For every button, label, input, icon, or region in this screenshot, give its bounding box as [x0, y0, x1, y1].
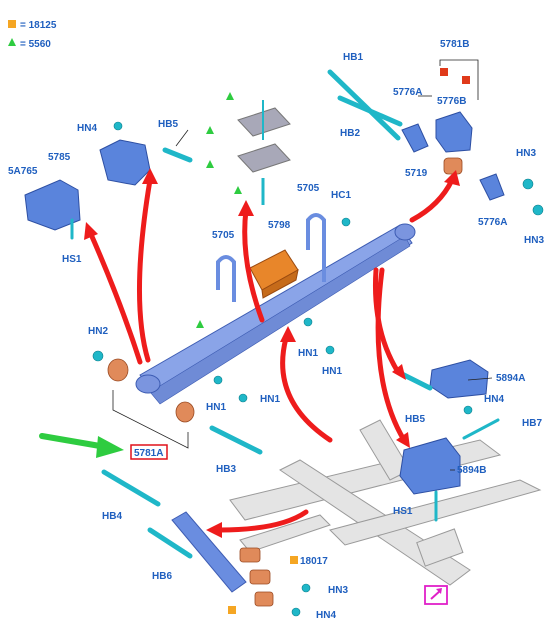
label-5705-b[interactable]: 5705 — [297, 183, 320, 194]
label-5894b[interactable]: 5894B — [457, 465, 486, 476]
fastener-bolts — [70, 69, 500, 559]
label-hn4-bottom[interactable]: HN4 — [316, 610, 336, 621]
label-5798[interactable]: 5798 — [268, 220, 291, 231]
legend-triangle-text: = 5560 — [20, 39, 51, 50]
spring-pad-5798 — [249, 249, 299, 299]
label-hn4-right[interactable]: HN4 — [484, 394, 504, 405]
legend: = 18125 = 5560 — [8, 20, 57, 50]
label-5785[interactable]: 5785 — [48, 152, 71, 163]
front-hangers — [24, 139, 151, 231]
highlight-arrow — [39, 433, 124, 458]
label-hb4[interactable]: HB4 — [102, 511, 122, 522]
brackets-5894 — [399, 359, 489, 495]
label-5a765[interactable]: 5A765 — [8, 166, 38, 177]
label-5894a[interactable]: 5894A — [496, 373, 525, 384]
label-hb2[interactable]: HB2 — [340, 128, 360, 139]
label-hn3-b[interactable]: HN3 — [524, 235, 544, 246]
label-hn1-b[interactable]: HN1 — [322, 366, 342, 377]
legend-square-text: = 18125 — [20, 20, 57, 31]
label-5719[interactable]: 5719 — [405, 168, 428, 179]
label-hb1[interactable]: HB1 — [343, 52, 363, 63]
legend-square-icon — [8, 20, 16, 28]
label-hb5-right[interactable]: HB5 — [405, 414, 425, 425]
label-5781b[interactable]: 5781B — [440, 39, 469, 50]
label-hb3[interactable]: HB3 — [216, 464, 236, 475]
label-hs1-left[interactable]: HS1 — [62, 254, 82, 265]
u-bolts-5705 — [216, 213, 326, 302]
part-labels: HB1 HB2 5781B 5776A 5776B 5719 HN3 5776A… — [8, 39, 544, 621]
label-hb7[interactable]: HB7 — [522, 418, 542, 429]
legend-triangle-icon — [8, 38, 16, 46]
assembly-arrows — [84, 168, 460, 538]
label-18017[interactable]: 18017 — [300, 556, 328, 567]
label-5776b[interactable]: 5776B — [437, 96, 466, 107]
highlight-box-5781a — [130, 444, 168, 460]
label-hn3-bottom[interactable]: HN3 — [328, 585, 348, 596]
label-hb5-top[interactable]: HB5 — [158, 119, 178, 130]
label-hn2[interactable]: HN2 — [88, 326, 108, 337]
label-hs1-right[interactable]: HS1 — [393, 506, 413, 517]
label-hb6[interactable]: HB6 — [152, 571, 172, 582]
leader-lines — [112, 59, 493, 471]
label-hn1-d[interactable]: HN1 — [260, 394, 280, 405]
external-link-icon[interactable] — [424, 585, 448, 605]
label-5776a-top[interactable]: 5776A — [393, 87, 422, 98]
label-5781a[interactable]: 5781A — [134, 448, 163, 459]
label-5705-a[interactable]: 5705 — [212, 230, 235, 241]
label-hn3-a[interactable]: HN3 — [516, 148, 536, 159]
shims — [196, 92, 291, 328]
leaf-spring — [135, 223, 416, 405]
label-hn4-top[interactable]: HN4 — [77, 123, 97, 134]
bushings-5781a — [107, 358, 195, 423]
label-hn1-c[interactable]: HN1 — [206, 402, 226, 413]
label-5776a-bottom[interactable]: 5776A — [478, 217, 507, 228]
label-hc1[interactable]: HC1 — [331, 190, 351, 201]
shackle-assembly — [401, 68, 505, 201]
label-hn1-a[interactable]: HN1 — [298, 348, 318, 359]
axle-frame — [229, 419, 542, 586]
fastener-nuts — [92, 121, 544, 617]
shock-absorber — [171, 511, 298, 614]
